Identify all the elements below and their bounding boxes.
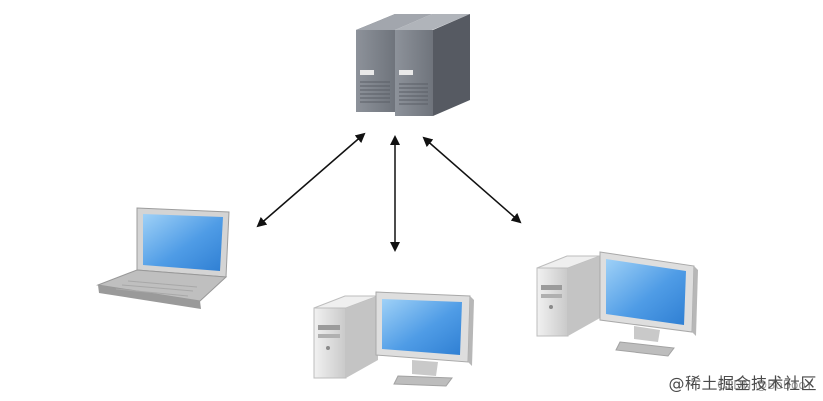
desktop-computer-icon — [536, 251, 698, 357]
laptop-icon — [96, 207, 230, 309]
watermark-juejin: @稀土掘金技术社区 — [668, 374, 817, 393]
arrow-server-desktop-right — [422, 136, 522, 224]
connection-arrows — [256, 132, 522, 252]
server-tower-icon — [356, 14, 470, 116]
watermark-csdn: CSDN @BoBooY — [717, 378, 813, 392]
desktop-computer-icon — [313, 291, 474, 387]
arrow-server-laptop — [256, 132, 366, 228]
